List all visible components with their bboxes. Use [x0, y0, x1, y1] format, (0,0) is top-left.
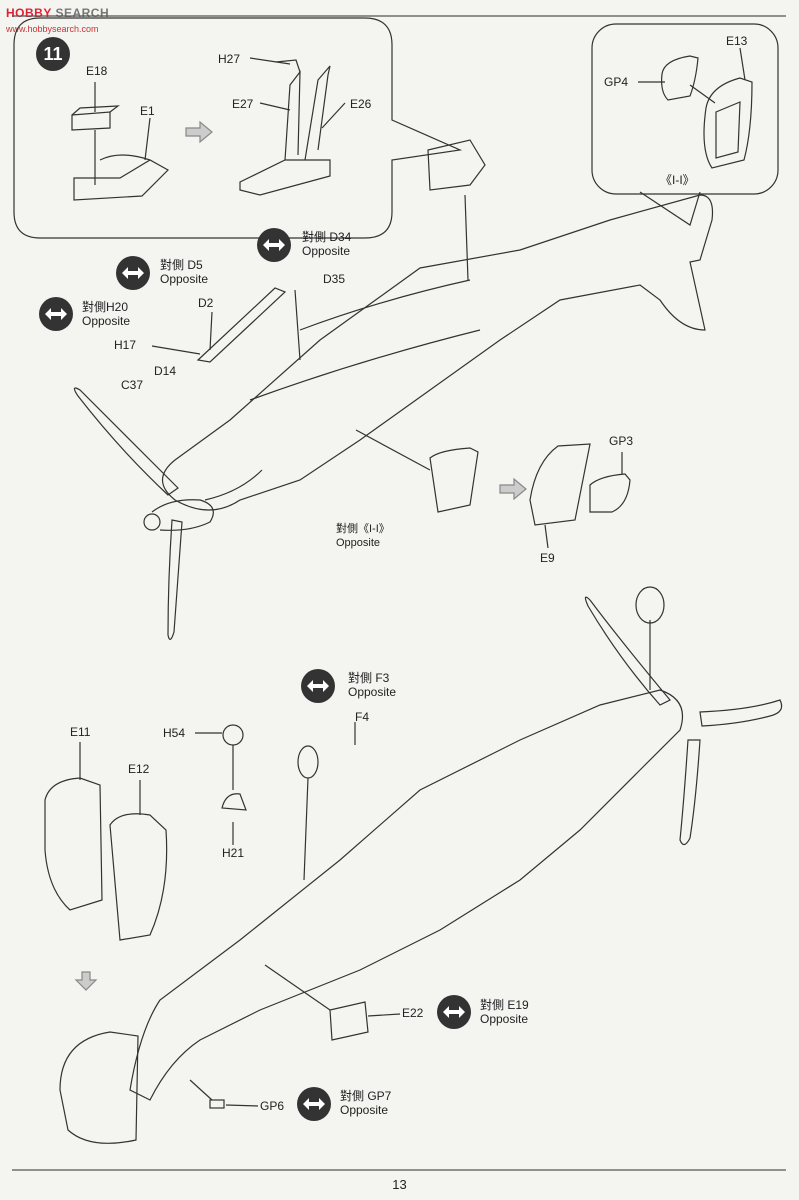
part-label-f4: F4	[355, 710, 370, 724]
part-label-h21: H21	[222, 846, 245, 860]
part-label-e9: E9	[540, 551, 555, 565]
callout-ii: 對側《I-I》Opposite	[336, 523, 390, 549]
part-label-e1: E1	[140, 104, 155, 118]
part-label-d2: D2	[198, 296, 214, 310]
part-label-h27: H27	[218, 52, 241, 66]
inset-bubble-right	[591, 23, 779, 195]
step-number-badge: 11	[36, 37, 70, 71]
opposite-arrow-icon	[301, 669, 335, 703]
part-label-gp3: GP3	[609, 434, 634, 448]
part-label-gp6: GP6	[260, 1099, 285, 1113]
opposite-arrow-icon	[39, 297, 73, 331]
part-label-e11: E11	[70, 725, 91, 739]
part-label-d35: D35	[323, 272, 346, 286]
part-label-e12: E12	[128, 762, 150, 776]
part-label-e18: E18	[86, 64, 108, 78]
part-label-e26: E26	[350, 97, 372, 111]
opposite-arrow-icon	[297, 1087, 331, 1121]
opposite-arrow-icon	[437, 995, 471, 1029]
page-number: 13	[392, 1177, 407, 1192]
part-label-e22: E22	[402, 1006, 424, 1020]
opposite-arrow-icon	[257, 228, 291, 262]
upper-fuselage	[161, 194, 714, 511]
part-label-gp4: GP4	[604, 75, 629, 89]
part-label-e13: E13	[726, 34, 748, 48]
part-label-h54: H54	[163, 726, 186, 740]
part-label-h17: H17	[114, 338, 137, 352]
opposite-arrow-icon	[116, 256, 150, 290]
part-label-e27: E27	[232, 97, 254, 111]
part-label-c37: C37	[121, 378, 144, 392]
part-label-d14: D14	[154, 364, 177, 378]
inset-bubble-left	[13, 17, 463, 239]
lower-fuselage	[129, 689, 684, 1101]
watermark-url: www.hobbysearch.com	[6, 24, 99, 34]
section-label-ii: 《I-I》	[660, 173, 695, 187]
